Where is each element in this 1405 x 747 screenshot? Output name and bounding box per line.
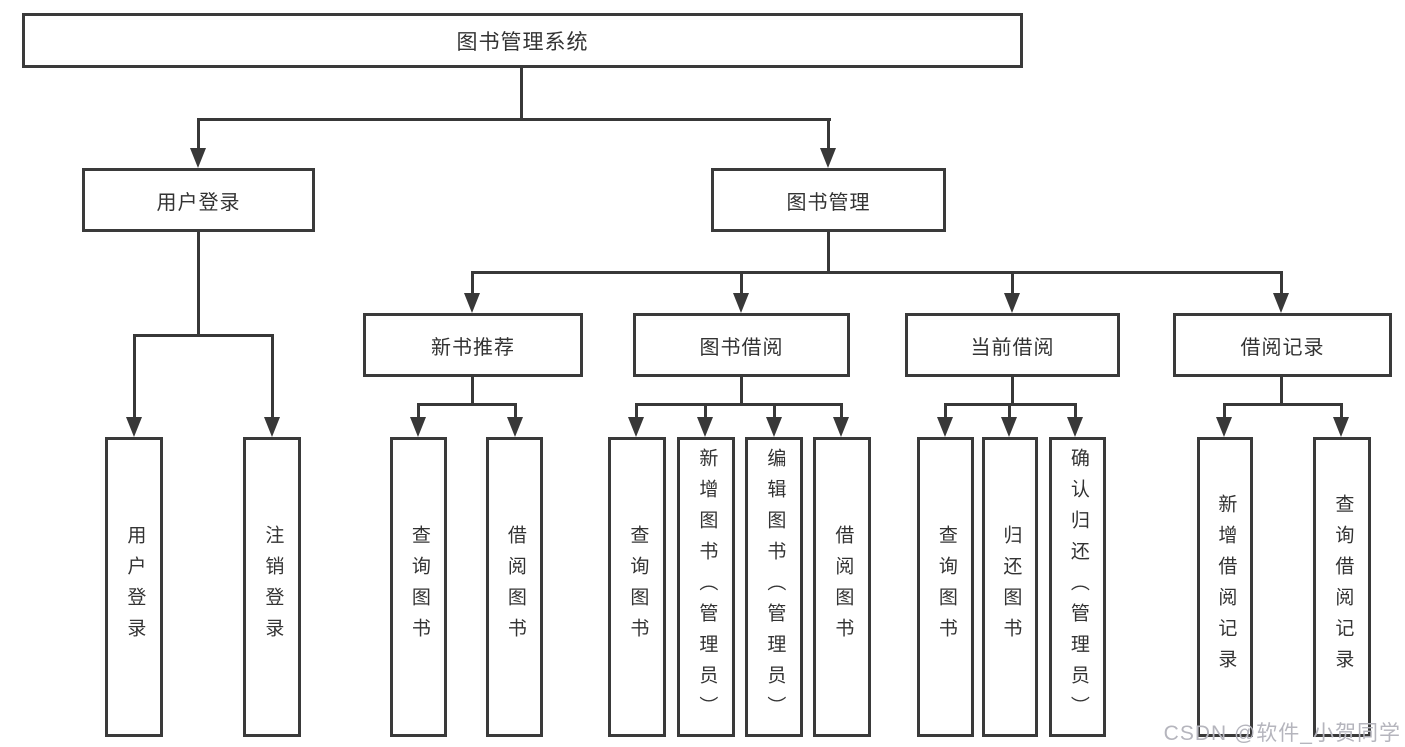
connector-line bbox=[944, 403, 947, 421]
leaf-query-books-borrow: 查询图书 bbox=[608, 437, 666, 737]
connector-line bbox=[471, 271, 474, 297]
node-new-book-recommend: 新书推荐 bbox=[363, 313, 583, 377]
leaf-label: 查询借阅记录 bbox=[1332, 494, 1354, 680]
node-label: 借阅记录 bbox=[1240, 336, 1325, 359]
node-label: 当前借阅 bbox=[970, 336, 1055, 359]
connector-line bbox=[740, 377, 743, 406]
connector-line bbox=[133, 334, 274, 337]
connector-line bbox=[1223, 403, 1342, 406]
connector-line bbox=[635, 403, 842, 406]
leaf-logout: 注销登录 bbox=[243, 437, 301, 737]
leaf-edit-book-admin: 编辑图书（管理员） bbox=[745, 437, 803, 737]
leaf-add-borrow-record: 新增借阅记录 bbox=[1197, 437, 1253, 737]
connector-line bbox=[471, 377, 474, 406]
leaf-user-login: 用户登录 bbox=[105, 437, 163, 737]
connector-line bbox=[417, 403, 517, 406]
node-label: 图书管理系统 bbox=[456, 30, 589, 54]
leaf-query-books-current: 查询图书 bbox=[917, 437, 974, 737]
connector-line bbox=[197, 118, 831, 121]
connector-line bbox=[417, 403, 420, 421]
leaf-label: 确认归还（管理员） bbox=[1067, 447, 1089, 727]
connector-line bbox=[1223, 403, 1226, 421]
connector-line bbox=[1340, 403, 1343, 421]
arrowhead-down-icon bbox=[264, 417, 280, 437]
node-label: 用户登录 bbox=[156, 191, 241, 214]
node-book-management: 图书管理 bbox=[711, 168, 946, 232]
leaf-label: 查询图书 bbox=[935, 525, 957, 649]
csdn-watermark: CSDN @软件_小贺同学 bbox=[1163, 722, 1401, 745]
connector-line bbox=[840, 403, 843, 421]
arrowhead-down-icon bbox=[628, 417, 644, 437]
arrowhead-down-icon bbox=[507, 417, 523, 437]
arrowhead-down-icon bbox=[820, 148, 836, 168]
node-label: 图书借阅 bbox=[699, 336, 784, 359]
arrowhead-down-icon bbox=[833, 417, 849, 437]
arrowhead-down-icon bbox=[126, 417, 142, 437]
leaf-label: 注销登录 bbox=[262, 525, 284, 649]
leaf-label: 用户登录 bbox=[124, 525, 146, 649]
arrowhead-down-icon bbox=[733, 293, 749, 313]
node-user-login: 用户登录 bbox=[82, 168, 315, 232]
leaf-borrow-books: 借阅图书 bbox=[813, 437, 871, 737]
connector-line bbox=[827, 118, 830, 152]
leaf-confirm-return-admin: 确认归还（管理员） bbox=[1049, 437, 1106, 737]
connector-line bbox=[1074, 403, 1077, 421]
arrowhead-down-icon bbox=[697, 417, 713, 437]
leaf-label: 归还图书 bbox=[1000, 525, 1022, 649]
arrowhead-down-icon bbox=[937, 417, 953, 437]
node-current-borrow: 当前借阅 bbox=[905, 313, 1120, 377]
leaf-query-books-recommend: 查询图书 bbox=[390, 437, 447, 737]
arrowhead-down-icon bbox=[1067, 417, 1083, 437]
connector-line bbox=[1011, 271, 1014, 297]
leaf-label: 借阅图书 bbox=[504, 525, 526, 649]
leaf-label: 查询图书 bbox=[627, 525, 649, 649]
arrowhead-down-icon bbox=[190, 148, 206, 168]
arrowhead-down-icon bbox=[410, 417, 426, 437]
arrowhead-down-icon bbox=[1001, 417, 1017, 437]
leaf-label: 新增借阅记录 bbox=[1215, 494, 1237, 680]
connector-line bbox=[197, 232, 200, 337]
leaf-return-books: 归还图书 bbox=[982, 437, 1038, 737]
node-borrow-record: 借阅记录 bbox=[1173, 313, 1392, 377]
connector-line bbox=[1280, 377, 1283, 406]
leaf-borrow-books-recommend: 借阅图书 bbox=[486, 437, 543, 737]
connector-line bbox=[133, 334, 136, 420]
node-label: 新书推荐 bbox=[431, 336, 515, 359]
leaf-label: 编辑图书（管理员） bbox=[764, 447, 786, 727]
arrowhead-down-icon bbox=[766, 417, 782, 437]
leaf-query-borrow-record: 查询借阅记录 bbox=[1313, 437, 1371, 737]
arrowhead-down-icon bbox=[464, 293, 480, 313]
connector-line bbox=[514, 403, 517, 421]
arrowhead-down-icon bbox=[1004, 293, 1020, 313]
connector-line bbox=[1008, 403, 1011, 421]
connector-line bbox=[1280, 271, 1283, 297]
connector-line bbox=[471, 271, 1283, 274]
connector-line bbox=[1011, 377, 1014, 406]
connector-line bbox=[635, 403, 638, 421]
leaf-add-book-admin: 新增图书（管理员） bbox=[677, 437, 735, 737]
connector-line bbox=[773, 403, 776, 421]
connector-line bbox=[197, 118, 200, 152]
leaf-label: 借阅图书 bbox=[832, 525, 854, 649]
leaf-label: 查询图书 bbox=[408, 525, 430, 649]
leaf-label: 新增图书（管理员） bbox=[696, 447, 718, 727]
node-label: 图书管理 bbox=[786, 191, 871, 214]
connector-line bbox=[520, 68, 523, 121]
arrowhead-down-icon bbox=[1216, 417, 1232, 437]
node-library-management-system: 图书管理系统 bbox=[22, 13, 1023, 68]
node-book-borrow: 图书借阅 bbox=[633, 313, 850, 377]
arrowhead-down-icon bbox=[1333, 417, 1349, 437]
connector-line bbox=[827, 232, 830, 274]
connector-line bbox=[704, 403, 707, 421]
connector-line bbox=[740, 271, 743, 297]
arrowhead-down-icon bbox=[1273, 293, 1289, 313]
connector-line bbox=[271, 334, 274, 420]
